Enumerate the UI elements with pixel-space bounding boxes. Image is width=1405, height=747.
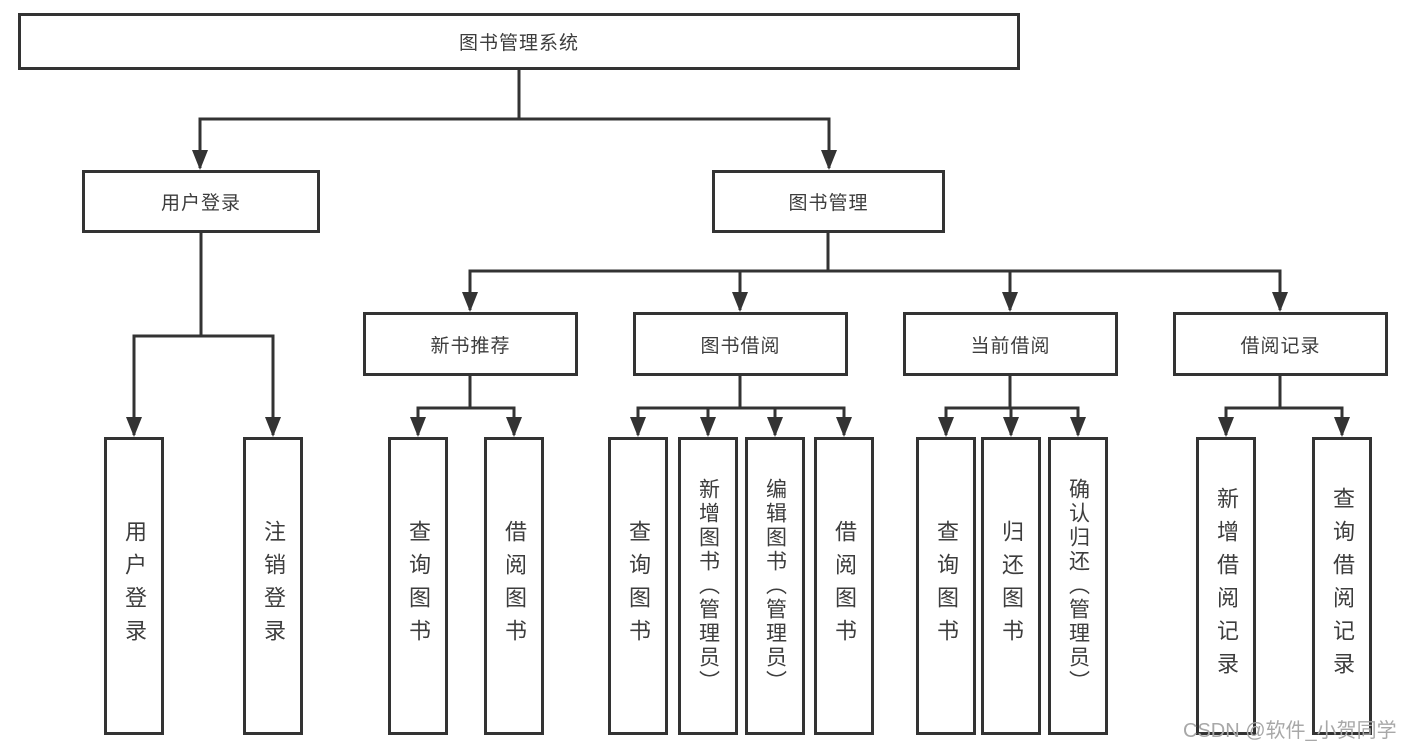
leaf-borrow-books-recommend: 借阅图书	[484, 437, 544, 735]
leaf-edit-book-admin: 编辑图书（管理员）	[745, 437, 805, 735]
leaf-confirm-return-admin-label: 确认归还（管理员）	[1066, 478, 1090, 694]
node-new-book-recommend: 新书推荐	[363, 312, 578, 376]
csdn-watermark: CSDN @软件_小贺同学	[1183, 720, 1397, 742]
leaf-borrow-books-label: 借阅图书	[832, 520, 857, 652]
leaf-user-login-label: 用户登录	[122, 520, 147, 652]
node-current-borrow: 当前借阅	[903, 312, 1118, 376]
leaf-add-book-admin-label: 新增图书（管理员）	[696, 478, 720, 694]
leaf-return-books: 归还图书	[981, 437, 1041, 735]
node-current-borrow-label: 当前借阅	[970, 335, 1051, 357]
node-borrow-records: 借阅记录	[1173, 312, 1388, 376]
node-book-borrow: 图书借阅	[633, 312, 848, 376]
node-new-book-recommend-label: 新书推荐	[430, 335, 511, 357]
leaf-return-books-label: 归还图书	[999, 520, 1024, 652]
connector-user-login-split	[126, 233, 281, 437]
leaf-borrow-books-recommend-label: 借阅图书	[502, 520, 527, 652]
connector-book-borrow-split	[630, 376, 852, 437]
connector-current-borrow-split	[938, 376, 1086, 437]
node-book-borrow-label: 图书借阅	[700, 335, 781, 357]
node-book-management: 图书管理	[712, 170, 945, 233]
leaf-query-books-current: 查询图书	[916, 437, 976, 735]
leaf-logout: 注销登录	[243, 437, 303, 735]
node-borrow-records-label: 借阅记录	[1240, 335, 1321, 357]
leaf-query-books-recommend: 查询图书	[388, 437, 448, 735]
node-root-label: 图书管理系统	[458, 33, 579, 54]
connector-book-management-split	[462, 233, 1288, 312]
leaf-add-borrow-record: 新增借阅记录	[1196, 437, 1256, 735]
leaf-query-books-borrow: 查询图书	[608, 437, 668, 735]
connector-root-split	[192, 69, 837, 170]
leaf-logout-label: 注销登录	[261, 520, 286, 652]
leaf-query-books-borrow-label: 查询图书	[626, 520, 651, 652]
node-user-login: 用户登录	[82, 170, 320, 233]
leaf-query-borrow-record-label: 查询借阅记录	[1330, 487, 1355, 685]
leaf-edit-book-admin-label: 编辑图书（管理员）	[763, 478, 787, 694]
leaf-add-borrow-record-label: 新增借阅记录	[1214, 487, 1239, 685]
connector-new-book-split	[410, 376, 522, 437]
leaf-query-books-recommend-label: 查询图书	[406, 520, 431, 652]
connector-borrow-records-split	[1218, 376, 1350, 437]
node-book-management-label: 图书管理	[788, 193, 869, 214]
leaf-add-book-admin: 新增图书（管理员）	[678, 437, 738, 735]
leaf-borrow-books: 借阅图书	[814, 437, 874, 735]
leaf-confirm-return-admin: 确认归还（管理员）	[1048, 437, 1108, 735]
leaf-query-borrow-record: 查询借阅记录	[1312, 437, 1372, 735]
leaf-user-login: 用户登录	[104, 437, 164, 735]
node-user-login-label: 用户登录	[160, 193, 241, 214]
node-root: 图书管理系统	[18, 13, 1020, 70]
leaf-query-books-current-label: 查询图书	[934, 520, 959, 652]
